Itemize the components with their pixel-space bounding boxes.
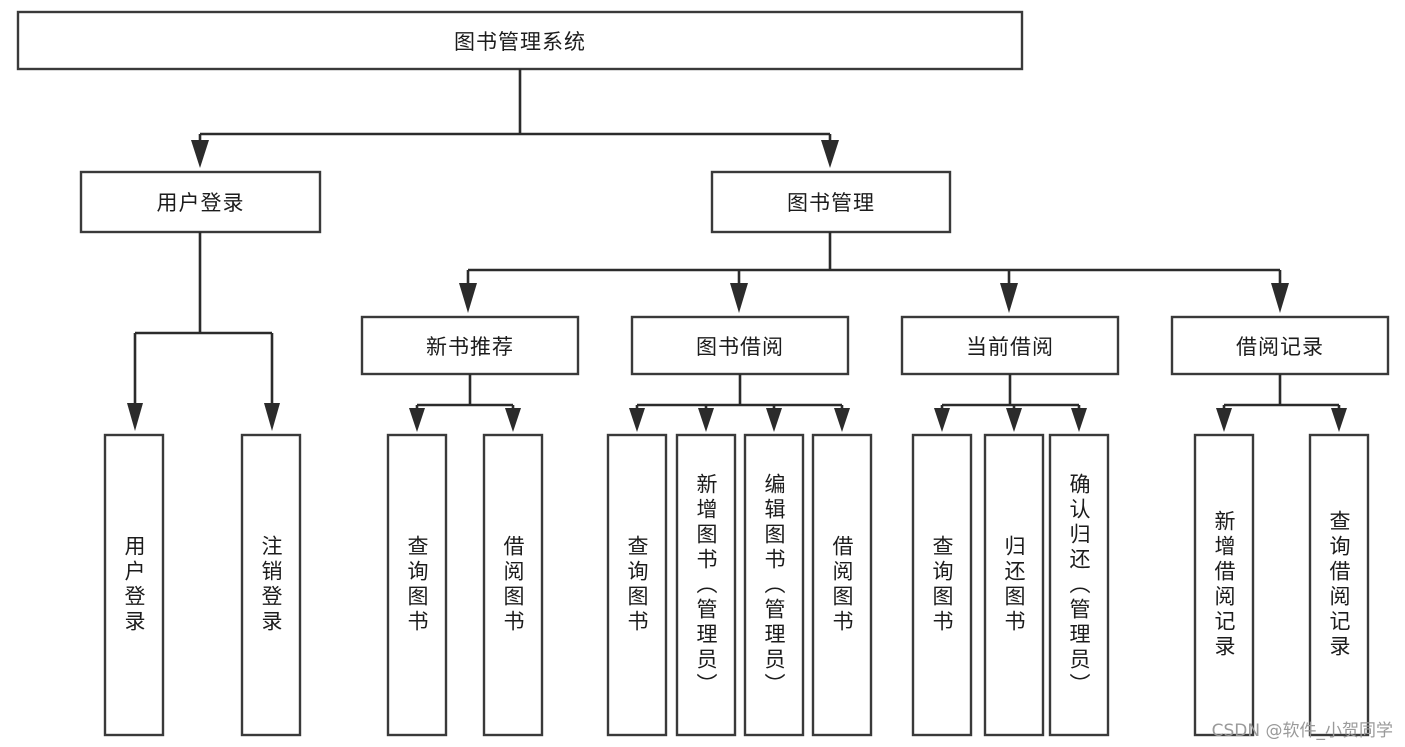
node-box-leaf-query-record[interactable] bbox=[1308, 433, 1370, 737]
node-box-borrow-record[interactable] bbox=[1170, 315, 1390, 376]
node-box-leaf-logout[interactable] bbox=[240, 433, 302, 737]
arrow-head-leaf-logout bbox=[264, 403, 280, 431]
node-box-leaf-query-book-3[interactable] bbox=[911, 433, 973, 737]
arrow-head-book-borrow bbox=[730, 283, 748, 313]
node-box-book-manage[interactable] bbox=[710, 170, 952, 234]
arrow-head-leaf-add-book bbox=[698, 408, 714, 432]
arrow-head-leaf-borrow-book-1 bbox=[505, 408, 521, 432]
arrow-head-leaf-add-record bbox=[1216, 408, 1232, 432]
arrow-head-new-book-recommend bbox=[459, 283, 477, 313]
node-box-leaf-borrow-book-2[interactable] bbox=[811, 433, 873, 737]
node-box-leaf-confirm-return[interactable] bbox=[1048, 433, 1110, 737]
node-box-leaf-return-book[interactable] bbox=[983, 433, 1045, 737]
arrow-head-leaf-return-book bbox=[1006, 408, 1022, 432]
arrow-head-leaf-query-book-1 bbox=[409, 408, 425, 432]
arrow-head-leaf-user-login bbox=[127, 403, 143, 431]
arrow-head-current-borrow bbox=[1000, 283, 1018, 313]
arrow-head-user-login bbox=[191, 140, 209, 168]
arrow-head-leaf-confirm-return bbox=[1071, 408, 1087, 432]
arrow-head-leaf-edit-book bbox=[766, 408, 782, 432]
node-box-leaf-add-book[interactable] bbox=[675, 433, 737, 737]
node-box-leaf-user-login[interactable] bbox=[103, 433, 165, 737]
node-box-user-login[interactable] bbox=[79, 170, 322, 234]
node-box-root[interactable] bbox=[16, 10, 1024, 71]
node-box-leaf-query-book-1[interactable] bbox=[386, 433, 448, 737]
node-box-book-borrow[interactable] bbox=[630, 315, 850, 376]
node-box-leaf-edit-book[interactable] bbox=[743, 433, 805, 737]
arrow-head-leaf-query-record bbox=[1331, 408, 1347, 432]
node-box-current-borrow[interactable] bbox=[900, 315, 1120, 376]
node-box-leaf-add-record[interactable] bbox=[1193, 433, 1255, 737]
node-box-leaf-query-book-2[interactable] bbox=[606, 433, 668, 737]
arrow-head-leaf-query-book-2 bbox=[629, 408, 645, 432]
arrow-head-leaf-query-book-3 bbox=[934, 408, 950, 432]
arrow-head-leaf-borrow-book-2 bbox=[834, 408, 850, 432]
arrow-head-book-manage bbox=[821, 140, 839, 168]
arrow-head-borrow-record bbox=[1271, 283, 1289, 313]
node-box-leaf-borrow-book-1[interactable] bbox=[482, 433, 544, 737]
node-box-new-book-recommend[interactable] bbox=[360, 315, 580, 376]
